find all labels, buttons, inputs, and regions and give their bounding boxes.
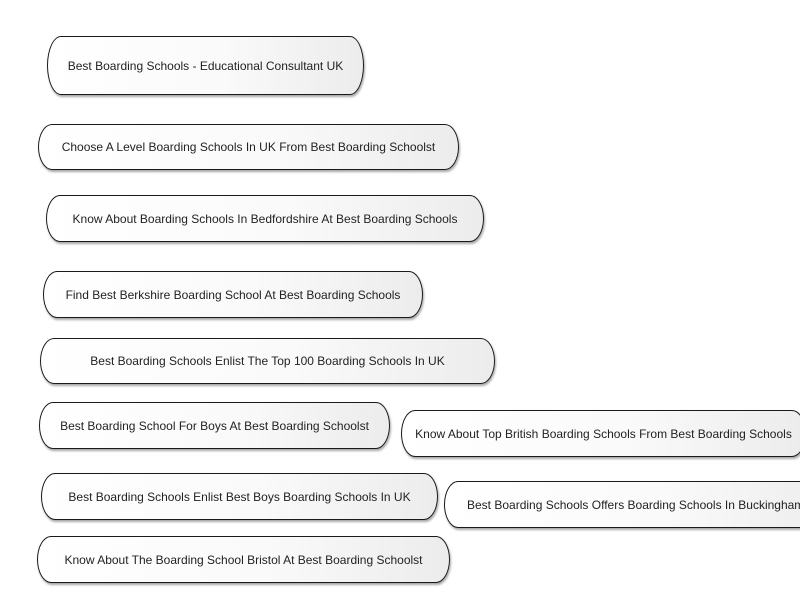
- link-label: Find Best Berkshire Boarding School At B…: [65, 287, 401, 302]
- link-label: Best Boarding Schools Offers Boarding Sc…: [467, 497, 800, 512]
- link-best-boys-boarding-schools[interactable]: Best Boarding Schools Enlist Best Boys B…: [41, 473, 438, 520]
- link-label: Know About The Boarding School Bristol A…: [64, 552, 423, 567]
- link-top-british-boarding-schools[interactable]: Know About Top British Boarding Schools …: [401, 410, 800, 457]
- link-berkshire-boarding-school[interactable]: Find Best Berkshire Boarding School At B…: [43, 271, 423, 318]
- link-label: Best Boarding Schools Enlist The Top 100…: [90, 354, 445, 368]
- link-buckinghamshire-boarding-schools[interactable]: Best Boarding Schools Offers Boarding Sc…: [444, 481, 800, 528]
- link-boarding-school-bristol[interactable]: Know About The Boarding School Bristol A…: [37, 536, 450, 583]
- link-label: Know About Top British Boarding Schools …: [415, 426, 792, 441]
- link-bedfordshire-boarding-schools[interactable]: Know About Boarding Schools In Bedfordsh…: [46, 195, 484, 242]
- link-label: Choose A Level Boarding Schools In UK Fr…: [61, 140, 436, 154]
- link-label: Know About Boarding Schools In Bedfordsh…: [72, 211, 458, 226]
- link-label: Best Boarding Schools - Educational Cons…: [67, 58, 344, 73]
- link-a-level-boarding-schools[interactable]: Choose A Level Boarding Schools In UK Fr…: [38, 124, 459, 170]
- link-top-100-boarding-schools[interactable]: Best Boarding Schools Enlist The Top 100…: [40, 338, 495, 384]
- link-boarding-school-for-boys[interactable]: Best Boarding School For Boys At Best Bo…: [39, 402, 390, 449]
- link-label: Best Boarding Schools Enlist Best Boys B…: [68, 489, 411, 504]
- link-label: Best Boarding School For Boys At Best Bo…: [60, 418, 369, 433]
- link-educational-consultant-uk[interactable]: Best Boarding Schools - Educational Cons…: [47, 36, 364, 95]
